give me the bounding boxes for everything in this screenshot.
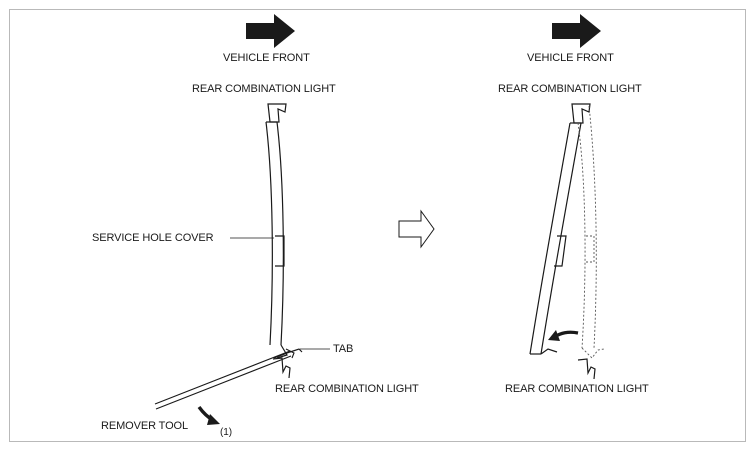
left-vehicle-front-label: VEHICLE FRONT (223, 52, 310, 64)
left-service-hole-cover (265, 103, 303, 379)
left-top-light-label: REAR COMBINATION LIGHT (192, 83, 336, 95)
left-bottom-light-label: REAR COMBINATION LIGHT (275, 383, 419, 395)
right-bottom-light-label: REAR COMBINATION LIGHT (505, 383, 649, 395)
right-cover-original-position (577, 105, 605, 359)
right-cover-tilted (529, 103, 591, 355)
right-top-light-label: REAR COMBINATION LIGHT (498, 83, 642, 95)
right-bottom-clip (577, 358, 596, 380)
service-hole-cover-label: SERVICE HOLE COVER (92, 232, 214, 244)
left-direction-arrow-icon (246, 14, 295, 48)
step-number: (1) (220, 427, 232, 438)
remover-tool-rotation-arrow-icon (197, 405, 220, 425)
right-vehicle-front-label: VEHICLE FRONT (527, 52, 614, 64)
remover-tool-icon (154, 348, 295, 410)
tab-label: TAB (333, 343, 354, 355)
diagram-frame (9, 9, 746, 442)
transition-arrow-icon (398, 209, 435, 249)
remover-tool-label: REMOVER TOOL (101, 420, 189, 432)
right-direction-arrow-icon (552, 14, 601, 48)
pull-direction-arrow-icon (548, 330, 579, 341)
